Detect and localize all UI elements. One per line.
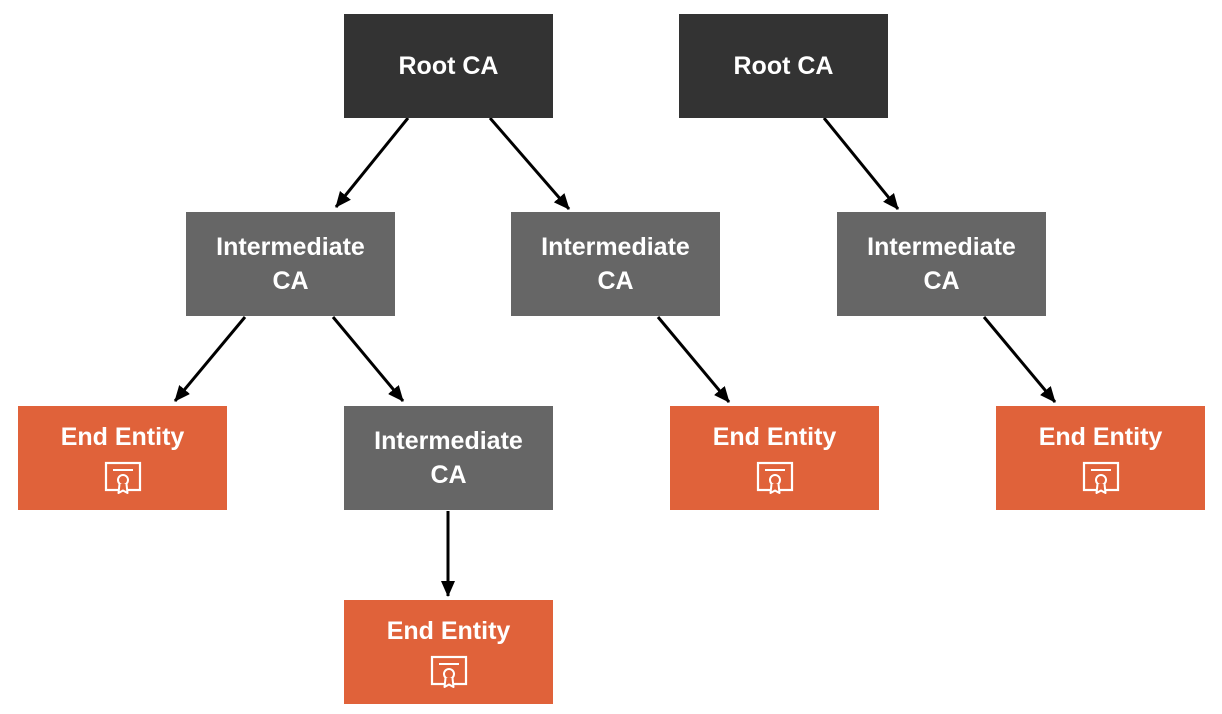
root-ca-box-left: Root CA: [344, 14, 553, 118]
certificate-icon: [756, 461, 793, 494]
end-entity-box-3: End Entity: [996, 406, 1205, 510]
root-ca-box-right: Root CA: [679, 14, 888, 118]
end-entity-box-2: End Entity: [670, 406, 879, 510]
end-entity-label: End Entity: [712, 423, 837, 451]
intermediate-ca-label-line1: Intermediate: [216, 233, 365, 261]
certificate-icon: [104, 461, 141, 494]
certificate-icon: [1082, 461, 1119, 494]
intermediate-ca-label-line2: CA: [272, 267, 309, 295]
arrow-root-b-to-inter-b1: [822, 117, 900, 210]
intermediate-ca-box-left: Intermediate CA: [186, 212, 395, 316]
intermediate-ca-label-line2: CA: [923, 267, 960, 295]
intermediate-ca-label-line1: Intermediate: [867, 233, 1016, 261]
arrow-inter-b1-to-end-b1: [982, 316, 1057, 403]
intermediate-ca-box-right: Intermediate CA: [837, 212, 1046, 316]
arrow-inter-a1-to-inter-a3: [331, 316, 405, 402]
arrow-inter-a1-to-end-a1: [173, 316, 247, 402]
end-entity-label: End Entity: [1038, 423, 1163, 451]
certificate-icon: [430, 655, 467, 688]
end-entity-label: End Entity: [386, 617, 511, 645]
intermediate-ca-label-line2: CA: [597, 267, 634, 295]
arrow-root-a-to-inter-a2: [488, 117, 571, 210]
intermediate-ca-box-nested: Intermediate CA: [344, 406, 553, 510]
root-ca-label: Root CA: [398, 52, 499, 80]
end-entity-label: End Entity: [60, 423, 185, 451]
end-entity-box-4: End Entity: [344, 600, 553, 704]
intermediate-ca-box-middle: Intermediate CA: [511, 212, 720, 316]
arrow-root-a-to-inter-a1: [334, 117, 410, 208]
end-entity-box-1: End Entity: [18, 406, 227, 510]
intermediate-ca-label-line2: CA: [430, 461, 467, 489]
intermediate-ca-label-line1: Intermediate: [374, 427, 523, 455]
arrow-inter-a2-to-end-a2: [656, 316, 731, 403]
intermediate-ca-label-line1: Intermediate: [541, 233, 690, 261]
root-ca-label: Root CA: [733, 52, 834, 80]
